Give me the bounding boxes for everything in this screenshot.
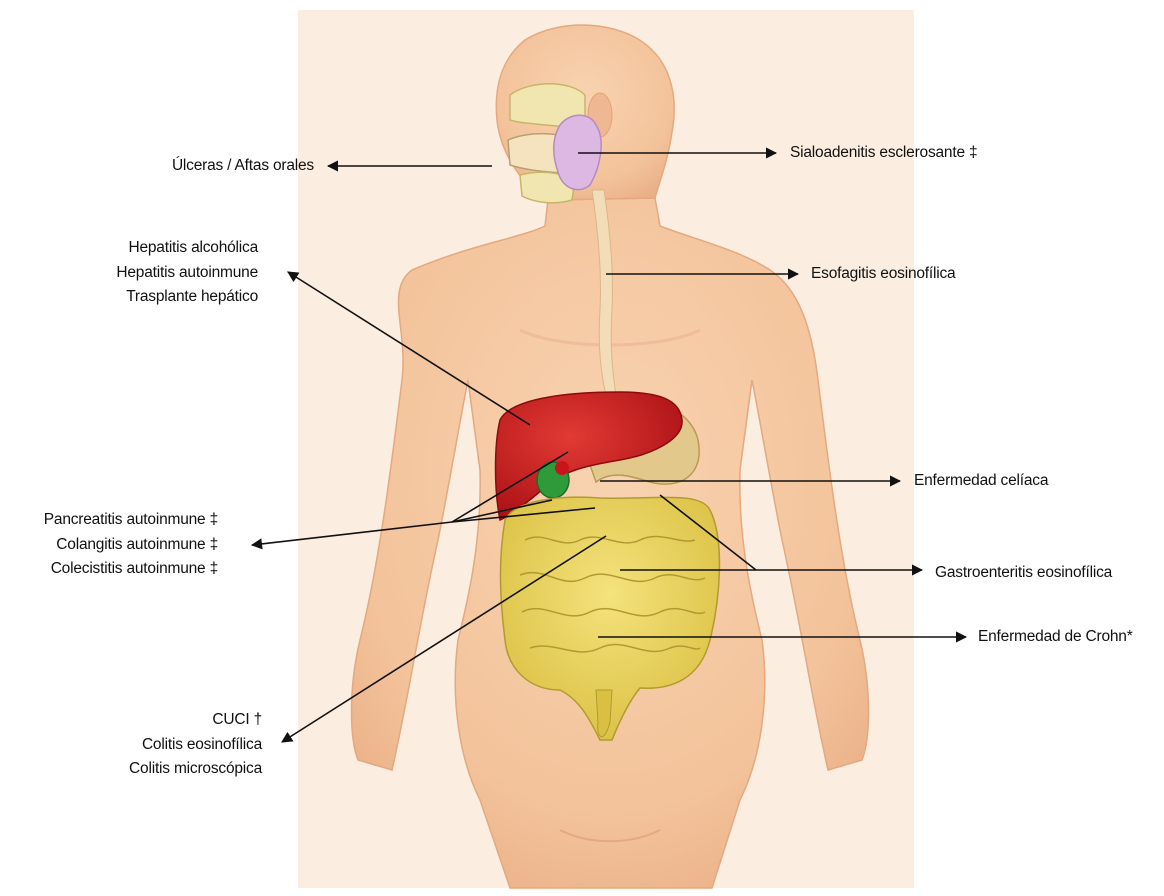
label-eosinophilic-gastroenteritis: Gastroenteritis eosinofílica [935, 561, 1112, 586]
label-sclerosing-sialadenitis: Sialoadenitis esclerosante ‡ [790, 141, 977, 166]
label-autoimmune-biliary: Pancreatitis autoinmune ‡ Colangitis aut… [44, 508, 218, 582]
label-liver-conditions: Hepatitis alcohólica Hepatitis autoinmun… [116, 236, 258, 310]
label-crohn-disease: Enfermedad de Crohn* [978, 625, 1133, 650]
label-celiac-disease: Enfermedad celíaca [914, 469, 1048, 494]
label-oral-ulcers: Úlceras / Aftas orales [172, 154, 314, 179]
label-colitis-conditions: CUCI † Colitis eosinofílica Colitis micr… [129, 708, 262, 782]
pancreas-head [555, 461, 569, 475]
label-eosinophilic-esophagitis: Esofagitis eosinofílica [811, 262, 955, 287]
